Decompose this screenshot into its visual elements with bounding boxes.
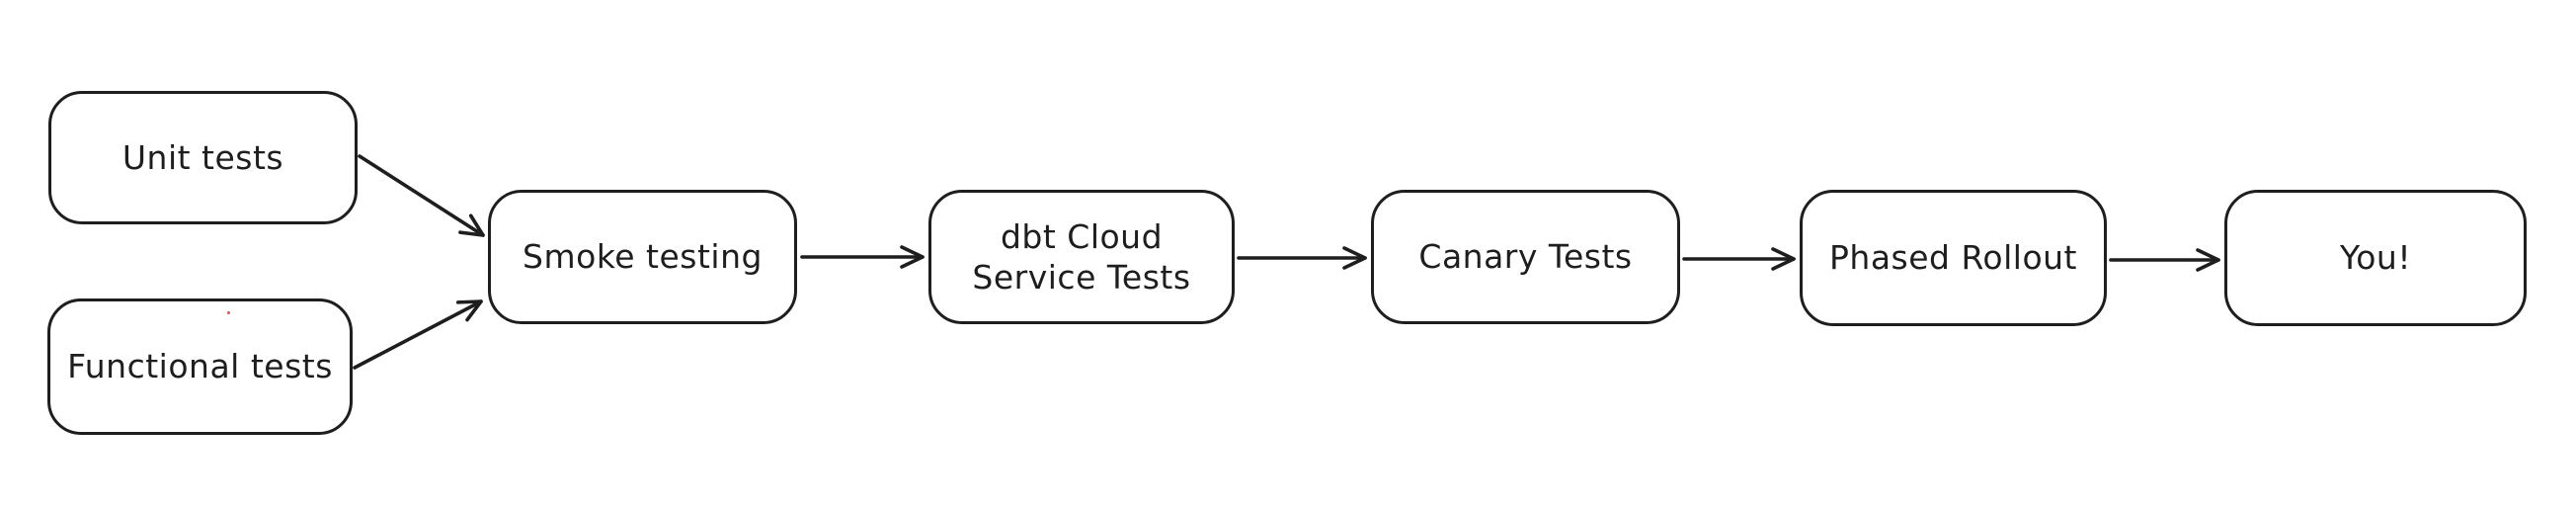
- node-label: Functional tests: [67, 347, 333, 386]
- node-unit-tests[interactable]: Unit tests: [48, 91, 358, 224]
- node-phased-rollout[interactable]: Phased Rollout: [1800, 190, 2107, 326]
- node-smoke-testing[interactable]: Smoke testing: [488, 190, 797, 324]
- node-dbt-cloud-service-tests[interactable]: dbt Cloud Service Tests: [928, 190, 1235, 324]
- node-label: Phased Rollout: [1829, 238, 2077, 278]
- node-label-line-2: Service Tests: [972, 258, 1191, 297]
- node-label: Unit tests: [121, 137, 284, 177]
- node-label: Canary Tests: [1418, 237, 1633, 277]
- edge-unit-tests-to-smoke-testing[interactable]: [358, 154, 485, 237]
- node-functional-tests[interactable]: Functional tests: [47, 298, 353, 435]
- node-label-line-1: dbt Cloud: [1000, 216, 1164, 256]
- stray-red-dot-artifact: [227, 311, 230, 314]
- node-label: Smoke testing: [523, 237, 763, 277]
- node-you[interactable]: You!: [2224, 190, 2527, 326]
- node-label: You!: [2339, 238, 2412, 278]
- node-canary-tests[interactable]: Canary Tests: [1371, 190, 1680, 324]
- edge-functional-tests-to-smoke-testing[interactable]: [353, 299, 483, 370]
